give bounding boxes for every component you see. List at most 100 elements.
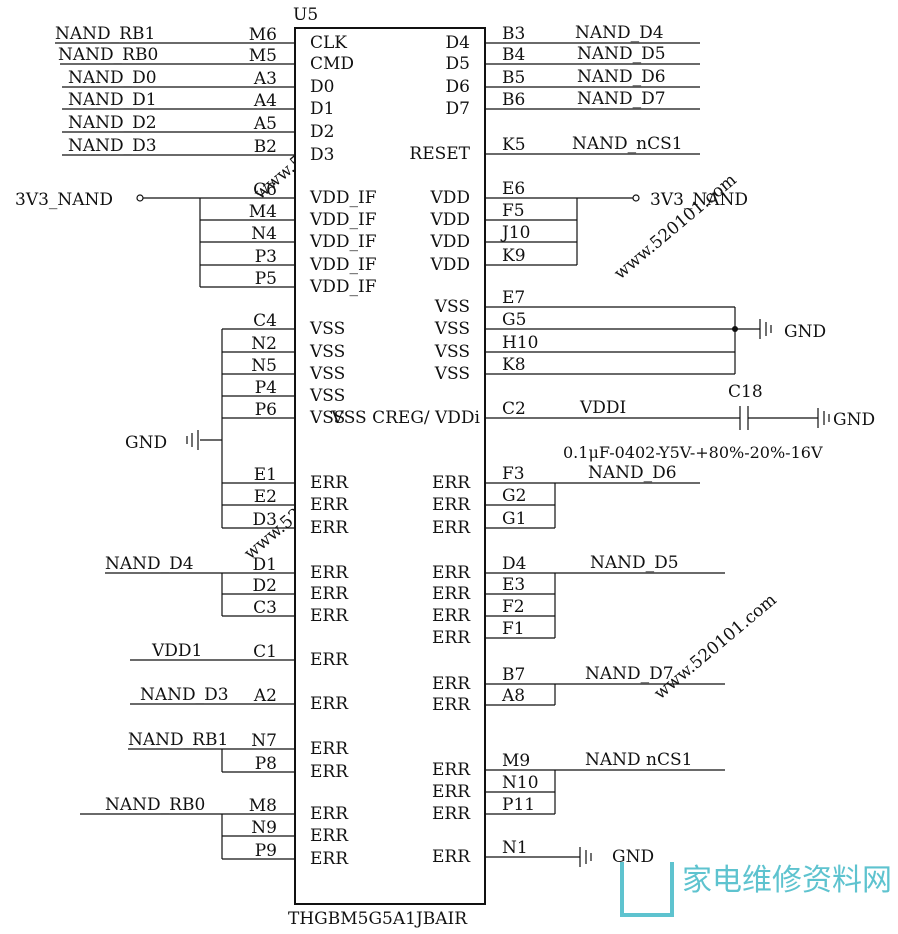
pin-function: ERR (432, 584, 471, 604)
pin-function: ERR (432, 518, 471, 538)
pin-number: P9 (255, 841, 277, 861)
pin-function: ERR (432, 473, 471, 493)
pin-number: A5 (253, 114, 277, 134)
net-label: NAND_D7 (585, 664, 674, 684)
pin-function: D1 (310, 99, 334, 119)
pin-function: ERR (310, 563, 349, 583)
pin-number: M9 (502, 751, 530, 771)
pin-number: E3 (502, 575, 525, 595)
pin-function: D0 (310, 77, 334, 97)
net-label: NAND_D4 (105, 554, 194, 574)
pin-function: CMD (310, 54, 354, 74)
net-label: NAND_D4 (575, 23, 664, 43)
pin-number: N1 (502, 838, 528, 858)
pin-number: A8 (501, 686, 525, 706)
pin-function: VSS (309, 386, 345, 406)
pin-function: VDD_IF (309, 210, 377, 230)
net-label: VDD1 (151, 641, 202, 661)
pin-number: E7 (502, 288, 525, 308)
pin-number: P5 (255, 269, 277, 289)
pin-function: D4 (446, 33, 470, 53)
pin-number: M6 (249, 25, 277, 45)
net-label: VDDI (579, 398, 626, 418)
cap-gnd-label: GND (833, 410, 875, 430)
net-label: NAND_RB1 (55, 24, 155, 44)
pin-function: RESET (409, 144, 470, 164)
pin-number: M4 (249, 202, 277, 222)
pin-number: N2 (251, 334, 277, 354)
net-label: 3V3_NAND (15, 190, 113, 210)
logo-text: 家电维修资料网 (682, 863, 892, 898)
pin-number: D1 (253, 555, 277, 575)
pin-function: ERR (310, 849, 349, 869)
pin-function: VDD (429, 232, 470, 252)
net-label: NAND_D2 (68, 113, 157, 133)
net-label: NAND_RB0 (105, 795, 205, 815)
pin-function: VSS (309, 364, 345, 384)
pin-function: VSS (434, 364, 470, 384)
pin-number: G2 (502, 486, 526, 506)
pin-function: VDD (429, 210, 470, 230)
net-label: 3V3_NAND (650, 190, 748, 210)
pin-number: P4 (255, 378, 277, 398)
pin-number: A3 (253, 69, 277, 89)
pin-function: VSS (309, 342, 345, 362)
pin-number: C6 (253, 180, 277, 200)
pin-function: CLK (310, 33, 347, 53)
pin-function: D7 (446, 99, 470, 119)
pin-number: H10 (502, 333, 538, 353)
pin-number: A2 (253, 686, 277, 706)
net-label: GND (612, 847, 654, 867)
ic-body (294, 27, 486, 905)
pin-number: D3 (253, 510, 277, 530)
pin-number: D4 (502, 554, 526, 574)
pin-function: ERR (432, 606, 471, 626)
pin-function: VDD_IF (309, 255, 377, 275)
pin-number: N5 (251, 356, 277, 376)
pin-number: K9 (502, 246, 526, 266)
pin-function: ERR (432, 847, 471, 867)
pin-number: F3 (502, 464, 525, 484)
pin-number: K8 (502, 355, 526, 375)
pin-function: ERR (310, 473, 349, 493)
pin-number: A4 (253, 91, 277, 111)
pin-number: K5 (502, 135, 526, 155)
pin-number: B3 (502, 24, 525, 44)
net-label: NAND_nCS1 (572, 134, 683, 154)
pin-function: ERR (310, 762, 349, 782)
pin-function: ERR (310, 495, 349, 515)
pin-number: P11 (502, 795, 535, 815)
pin-number: B7 (502, 665, 525, 685)
ic-part-number: THGBM5G5A1JBAIR (288, 909, 468, 929)
pin-function: ERR (432, 628, 471, 648)
net-label: GND (784, 322, 826, 342)
net-label: NAND_D6 (588, 463, 677, 483)
pin-function: VDD (429, 188, 470, 208)
pin-function: VSS (434, 342, 470, 362)
pin-function: ERR (432, 674, 471, 694)
pin-number: C2 (502, 399, 526, 419)
pin-function: D3 (310, 145, 334, 165)
pin-function: VSS CREG/ VDDi (330, 408, 480, 428)
net-label: NAND_D3 (140, 685, 229, 705)
pin-function: ERR (310, 804, 349, 824)
pin-function: VSS (434, 319, 470, 339)
pin-number: M8 (249, 796, 277, 816)
net-label: NAND_D6 (577, 67, 666, 87)
pin-number: B4 (502, 45, 525, 65)
pin-number: F5 (502, 201, 525, 221)
pin-function: ERR (432, 760, 471, 780)
pin-number: E2 (254, 487, 277, 507)
pin-function: ERR (310, 739, 349, 759)
net-label: NAND_D5 (590, 553, 679, 573)
pin-function: VSS (309, 408, 345, 428)
pin-function: ERR (310, 826, 349, 846)
pin-number: C3 (253, 598, 277, 618)
pin-number: E6 (502, 179, 525, 199)
pin-number: B5 (502, 68, 525, 88)
logo-mark-icon (620, 862, 674, 917)
pin-function: VSS (434, 297, 470, 317)
